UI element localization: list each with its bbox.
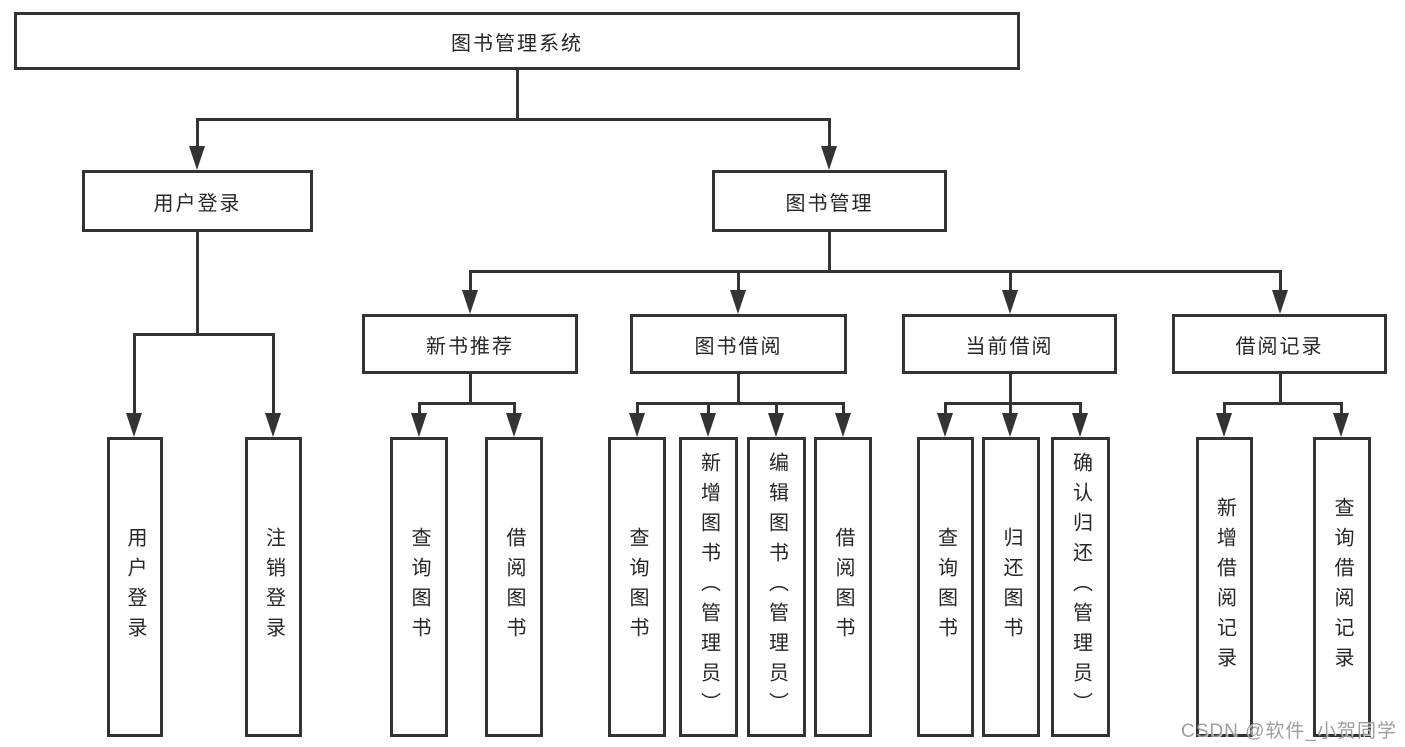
connector-drop-rec-query <box>1340 402 1343 415</box>
connector-drop-bb-edit <box>775 402 778 415</box>
leaf-nb-query-books-label: 查询图书 <box>408 527 430 647</box>
node-new-book-recommend-label: 新书推荐 <box>426 335 514 358</box>
connector-drop-user-login <box>196 118 199 150</box>
arrowhead-nb-borrow <box>506 413 522 437</box>
connector-drop-leaf-logout <box>272 333 275 417</box>
connector-drop-cb-confirm <box>1079 402 1082 415</box>
node-book-borrow-label: 图书借阅 <box>694 335 783 358</box>
leaf-nb-borrow-books-label: 借阅图书 <box>503 527 525 647</box>
connector-drop-current <box>1009 270 1012 292</box>
connector-drop-bb-borrow <box>842 402 845 415</box>
arrowhead-nb-query <box>411 413 427 437</box>
connector-root-stem <box>516 69 519 120</box>
arrowhead-bb-borrow <box>835 413 851 437</box>
leaf-bb-query-books: 查询图书 <box>608 437 666 737</box>
arrowhead-cb-query <box>937 413 953 437</box>
connector-drop-nb-query <box>418 402 421 415</box>
leaf-nb-query-books: 查询图书 <box>390 437 448 737</box>
leaf-logout: 注销登录 <box>245 437 302 737</box>
connector-drop-leaf-login <box>133 333 136 417</box>
connector-drop-bb-add <box>707 402 710 415</box>
arrowhead-bb-add <box>700 413 716 437</box>
connector-drop-cb-return <box>1009 402 1012 415</box>
leaf-logout-label: 注销登录 <box>262 527 285 647</box>
arrowhead-current <box>1002 290 1018 314</box>
connector-records-stem <box>1279 374 1282 405</box>
node-user-login: 用户登录 <box>82 170 313 232</box>
connector-drop-rec-add <box>1223 402 1226 415</box>
arrowhead-user-login <box>189 146 205 170</box>
arrowhead-cb-return <box>1002 413 1018 437</box>
arrowhead-borrow <box>730 290 746 314</box>
node-current-borrow-label: 当前借阅 <box>965 335 1054 358</box>
connector-drop-bb-query <box>636 402 639 415</box>
arrowhead-leaf-login <box>126 413 142 437</box>
leaf-rec-add-record-label: 新增借阅记录 <box>1213 497 1236 677</box>
leaf-bb-edit-books-admin-label: 编辑图书（管理员） <box>765 452 788 722</box>
node-borrow-records: 借阅记录 <box>1172 314 1387 374</box>
leaf-rec-add-record: 新增借阅记录 <box>1196 437 1253 737</box>
node-book-mgmt-label: 图书管理 <box>785 192 874 215</box>
connector-bookmgmt-stem <box>828 232 831 273</box>
connector-drop-borrow <box>737 270 740 292</box>
leaf-cb-query-books: 查询图书 <box>917 437 974 737</box>
leaf-rec-query-record: 查询借阅记录 <box>1313 437 1371 737</box>
leaf-bb-query-books-label: 查询图书 <box>626 527 648 647</box>
node-user-login-label: 用户登录 <box>153 192 242 215</box>
connector-drop-book-mgmt <box>828 118 831 150</box>
connector-current-hline <box>944 402 1082 405</box>
leaf-cb-query-books-label: 查询图书 <box>934 527 957 647</box>
node-borrow-records-label: 借阅记录 <box>1235 335 1324 358</box>
arrowhead-leaf-logout <box>265 413 281 437</box>
leaf-bb-edit-books-admin: 编辑图书（管理员） <box>747 437 806 737</box>
connector-drop-cb-query <box>944 402 947 415</box>
connector-userlogin-stem <box>196 232 199 336</box>
connector-drop-nb-borrow <box>513 402 516 415</box>
node-book-mgmt: 图书管理 <box>712 170 947 232</box>
leaf-user-login-label: 用户登录 <box>124 527 146 647</box>
arrowhead-records <box>1272 290 1288 314</box>
node-new-book-recommend: 新书推荐 <box>362 314 578 374</box>
connector-newbook-stem <box>469 374 472 405</box>
leaf-nb-borrow-books: 借阅图书 <box>485 437 543 737</box>
connector-borrow-hline <box>636 402 845 405</box>
arrowhead-cb-confirm <box>1072 413 1088 437</box>
arrowhead-rec-add <box>1216 413 1232 437</box>
connector-borrow-stem <box>737 374 740 405</box>
node-root: 图书管理系统 <box>14 12 1020 70</box>
arrowhead-bb-query <box>629 413 645 437</box>
connector-userlogin-hline <box>133 333 275 336</box>
connector-current-stem <box>1009 374 1012 405</box>
leaf-bb-add-books-admin: 新增图书（管理员） <box>679 437 738 737</box>
arrowhead-bb-edit <box>768 413 784 437</box>
node-book-borrow: 图书借阅 <box>630 314 847 374</box>
connector-root-hline <box>196 118 831 121</box>
leaf-cb-confirm-return-admin: 确认归还（管理员） <box>1051 437 1110 737</box>
leaf-bb-add-books-admin-label: 新增图书（管理员） <box>697 452 720 722</box>
connector-records-hline <box>1223 402 1343 405</box>
connector-drop-records <box>1279 270 1282 292</box>
leaf-user-login: 用户登录 <box>107 437 163 737</box>
arrowhead-newbook <box>462 290 478 314</box>
connector-bookmgmt-hline <box>469 270 1282 273</box>
csdn-watermark: CSDN @软件_小贺同学 <box>1181 721 1397 742</box>
arrowhead-book-mgmt <box>821 146 837 170</box>
node-current-borrow: 当前借阅 <box>902 314 1117 374</box>
connector-newbook-hline <box>418 402 516 405</box>
leaf-rec-query-record-label: 查询借阅记录 <box>1331 497 1353 677</box>
leaf-bb-borrow-books: 借阅图书 <box>814 437 872 737</box>
leaf-cb-return-books-label: 归还图书 <box>1000 527 1022 647</box>
leaf-cb-confirm-return-admin-label: 确认归还（管理员） <box>1069 452 1092 722</box>
leaf-cb-return-books: 归还图书 <box>982 437 1040 737</box>
arrowhead-rec-query <box>1333 413 1349 437</box>
connector-drop-newbook <box>469 270 472 292</box>
node-root-label: 图书管理系统 <box>451 32 583 55</box>
leaf-bb-borrow-books-label: 借阅图书 <box>832 527 854 647</box>
